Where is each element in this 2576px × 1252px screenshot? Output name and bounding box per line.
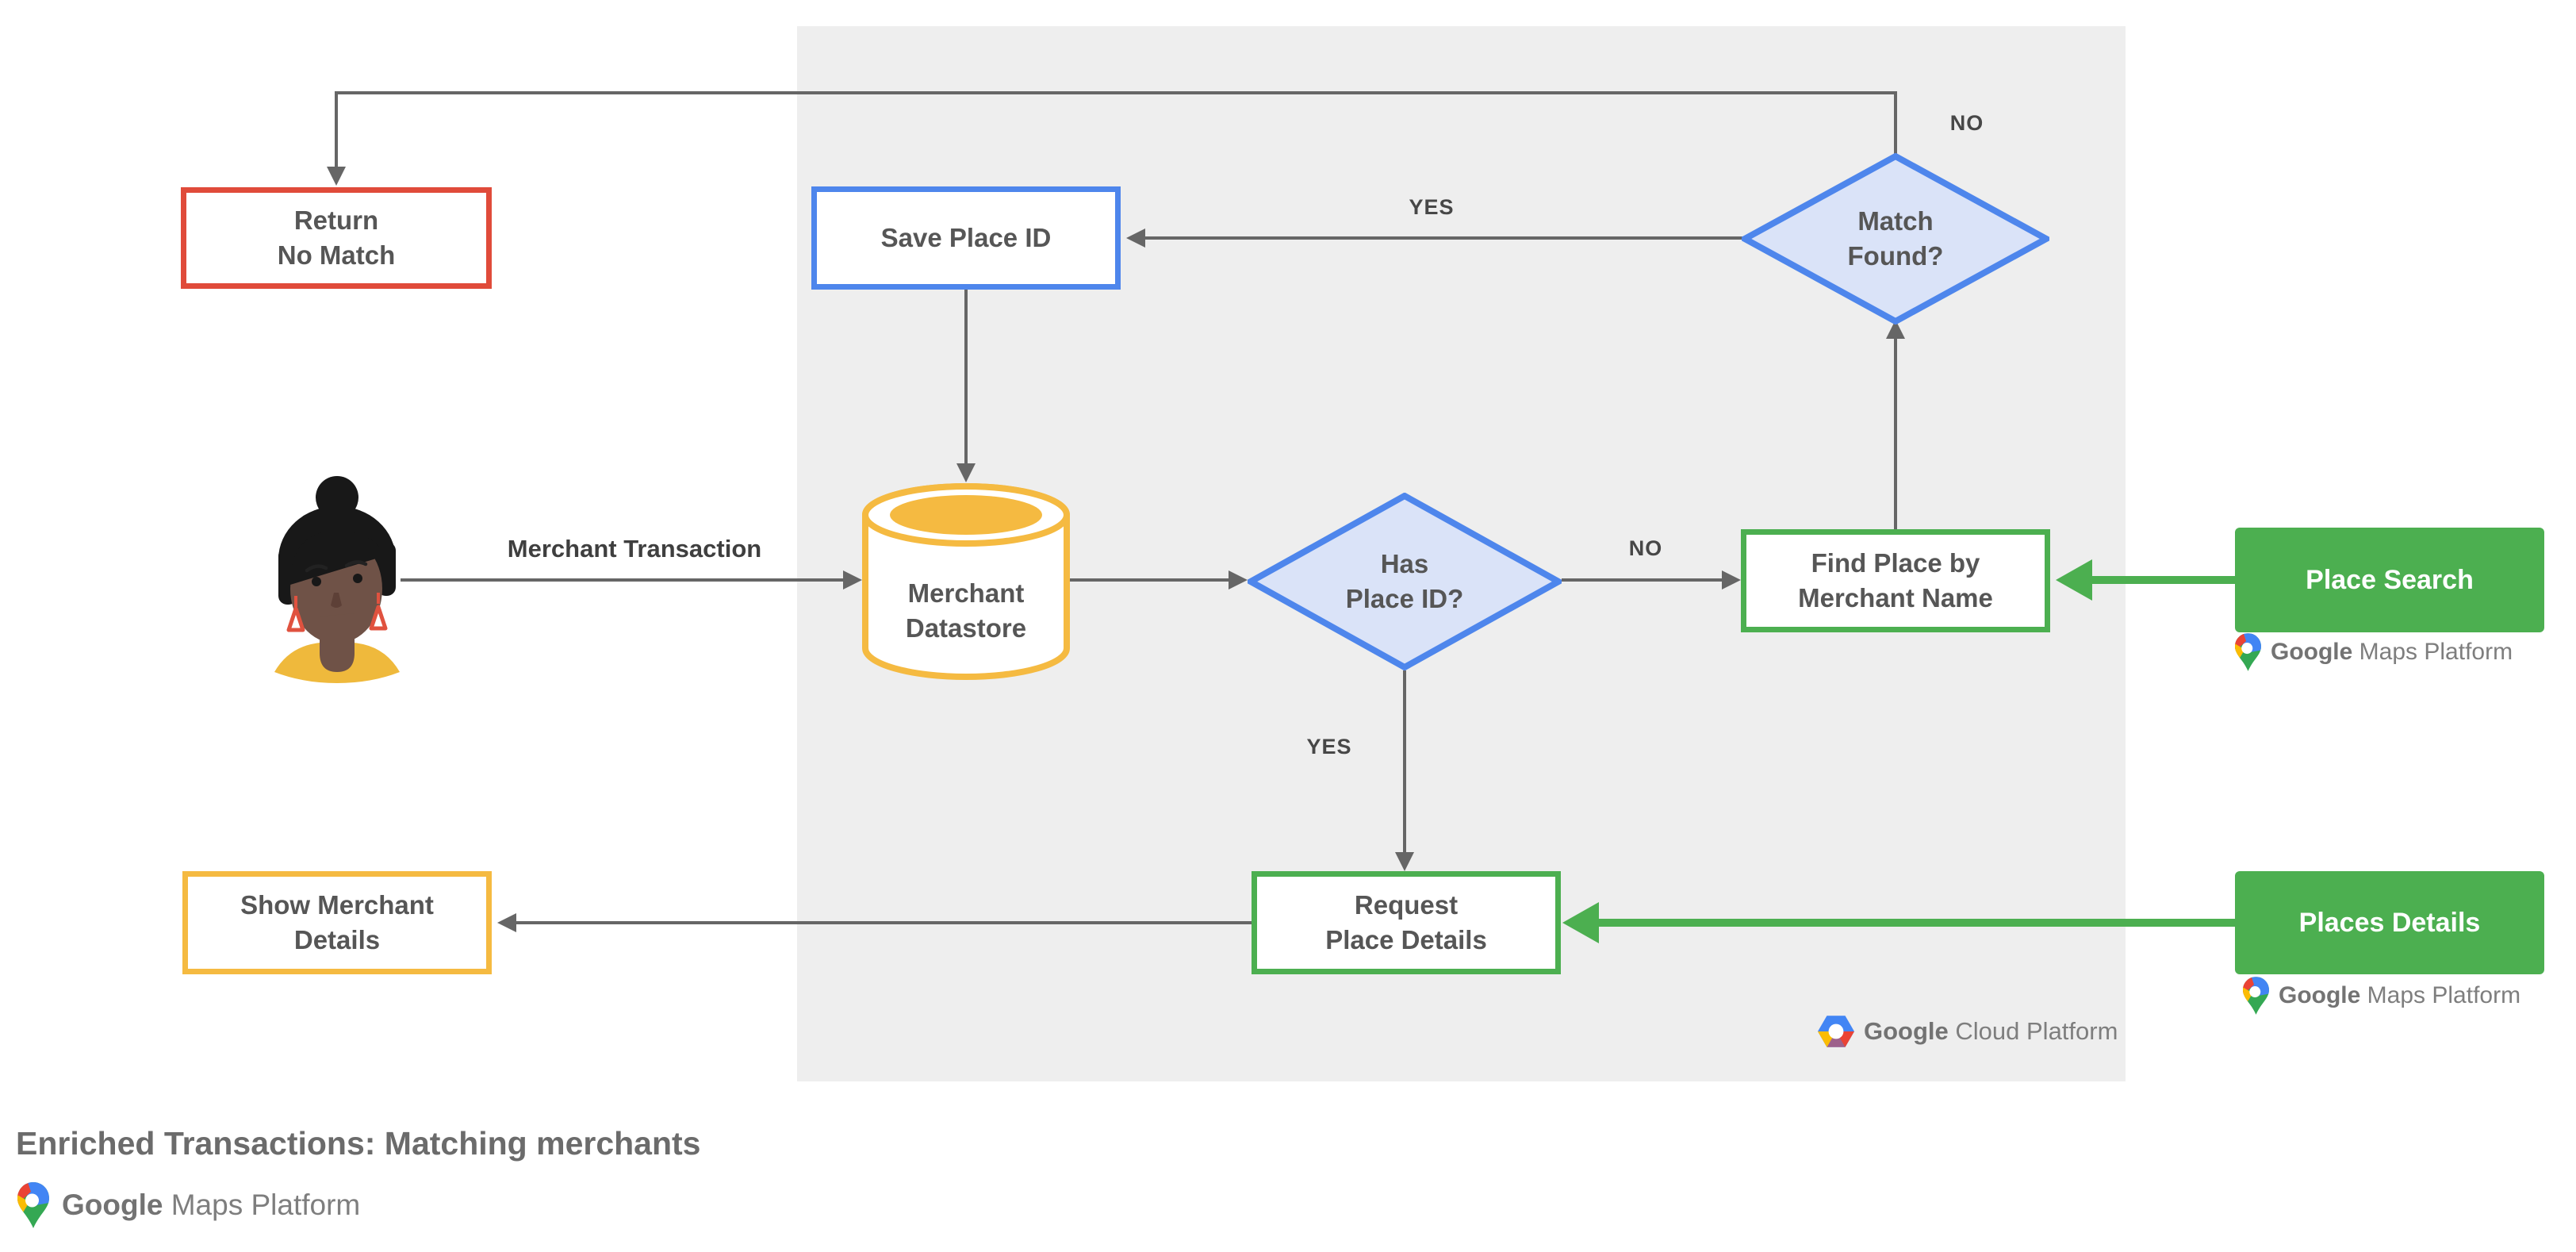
google-cloud-platform-logo: Google Cloud Platform	[1818, 1016, 2118, 1047]
diamond-shape-icon	[1742, 153, 2049, 325]
decision-match-found-label: Match Found?	[1847, 206, 1944, 271]
node-show-merchant-details: Show Merchant Details	[182, 871, 492, 974]
logo-text-google: Google	[2279, 982, 2361, 1008]
maps-pin-icon	[2235, 633, 2261, 671]
label-no-to-return: NO	[1949, 111, 1984, 135]
logo-text-google: Google	[2271, 639, 2353, 665]
label-no-to-find: NO	[1628, 536, 1663, 560]
node-return-no-match: Return No Match	[181, 187, 492, 289]
gcp-hexagon-icon	[1818, 1016, 1854, 1047]
node-request-place-details: Request Place Details	[1252, 871, 1561, 974]
google-maps-platform-logo: Google Maps Platform	[2235, 633, 2513, 671]
chip-places-details: Places Details	[2235, 871, 2544, 974]
logo-text-maps-platform: Maps Platform	[163, 1189, 361, 1221]
maps-pin-icon	[17, 1182, 49, 1228]
logo-text-maps-platform: Maps Platform	[2360, 982, 2521, 1008]
user-avatar	[270, 472, 404, 686]
logo-text-cloud-platform: Cloud Platform	[1948, 1017, 2118, 1045]
diagram-title: Enriched Transactions: Matching merchant…	[16, 1125, 701, 1162]
label-yes-to-request: YES	[1306, 735, 1352, 758]
database-cylinder-icon	[862, 483, 1070, 680]
node-find-place-by-merchant-name: Find Place by Merchant Name	[1741, 529, 2050, 632]
label-yes-to-save: YES	[1409, 195, 1455, 219]
google-maps-platform-logo: Google Maps Platform	[17, 1182, 360, 1228]
maps-pin-icon	[2243, 977, 2269, 1015]
logo-text-google: Google	[1864, 1017, 1949, 1045]
label-merchant-transaction: Merchant Transaction	[507, 535, 762, 563]
google-maps-platform-logo: Google Maps Platform	[2243, 977, 2520, 1015]
node-merchant-datastore-label: Merchant Datastore	[905, 578, 1027, 643]
chip-place-search: Place Search	[2235, 528, 2544, 632]
decision-has-place-id: Has Place ID?	[1248, 493, 1562, 670]
node-merchant-datastore: Merchant Datastore	[862, 483, 1070, 680]
decision-match-found: Match Found?	[1742, 153, 2049, 325]
person-icon	[274, 476, 400, 683]
node-save-place-id: Save Place ID	[811, 186, 1121, 290]
logo-text-google: Google	[62, 1189, 163, 1221]
logo-text-maps-platform: Maps Platform	[2352, 639, 2513, 665]
diamond-shape-icon	[1248, 493, 1562, 670]
decision-has-place-id-label: Has Place ID?	[1345, 549, 1464, 613]
